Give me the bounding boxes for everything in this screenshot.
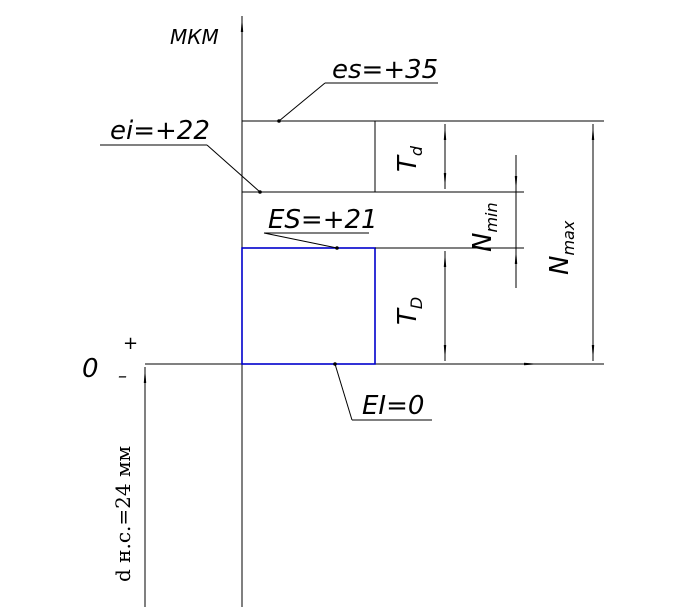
ES-leader (263, 232, 369, 250)
shaft-tolerance-zone (242, 120, 604, 193)
EI-label: EI=0 (362, 391, 424, 421)
EI-leader (333, 362, 432, 421)
nmin-label: Nmin (468, 202, 501, 252)
ei-label: ei=+22 (110, 116, 210, 146)
ei-leader (100, 144, 262, 194)
minus-sign: – (118, 366, 127, 387)
hole-tolerance-zone (241, 247, 376, 365)
es-label: es=+35 (332, 55, 438, 85)
td-label: Td (393, 145, 426, 172)
es-leader (277, 82, 438, 123)
nmax-label: Nmax (545, 220, 578, 275)
tD-label: TD (393, 297, 426, 325)
nominal-diameter-label: d н.с.=24 мм (111, 446, 135, 582)
plus-sign: + (123, 333, 138, 354)
unit-label: МКМ (170, 25, 219, 49)
zero-label: 0 (82, 354, 99, 384)
ES-label: ES=+21 (268, 205, 378, 235)
